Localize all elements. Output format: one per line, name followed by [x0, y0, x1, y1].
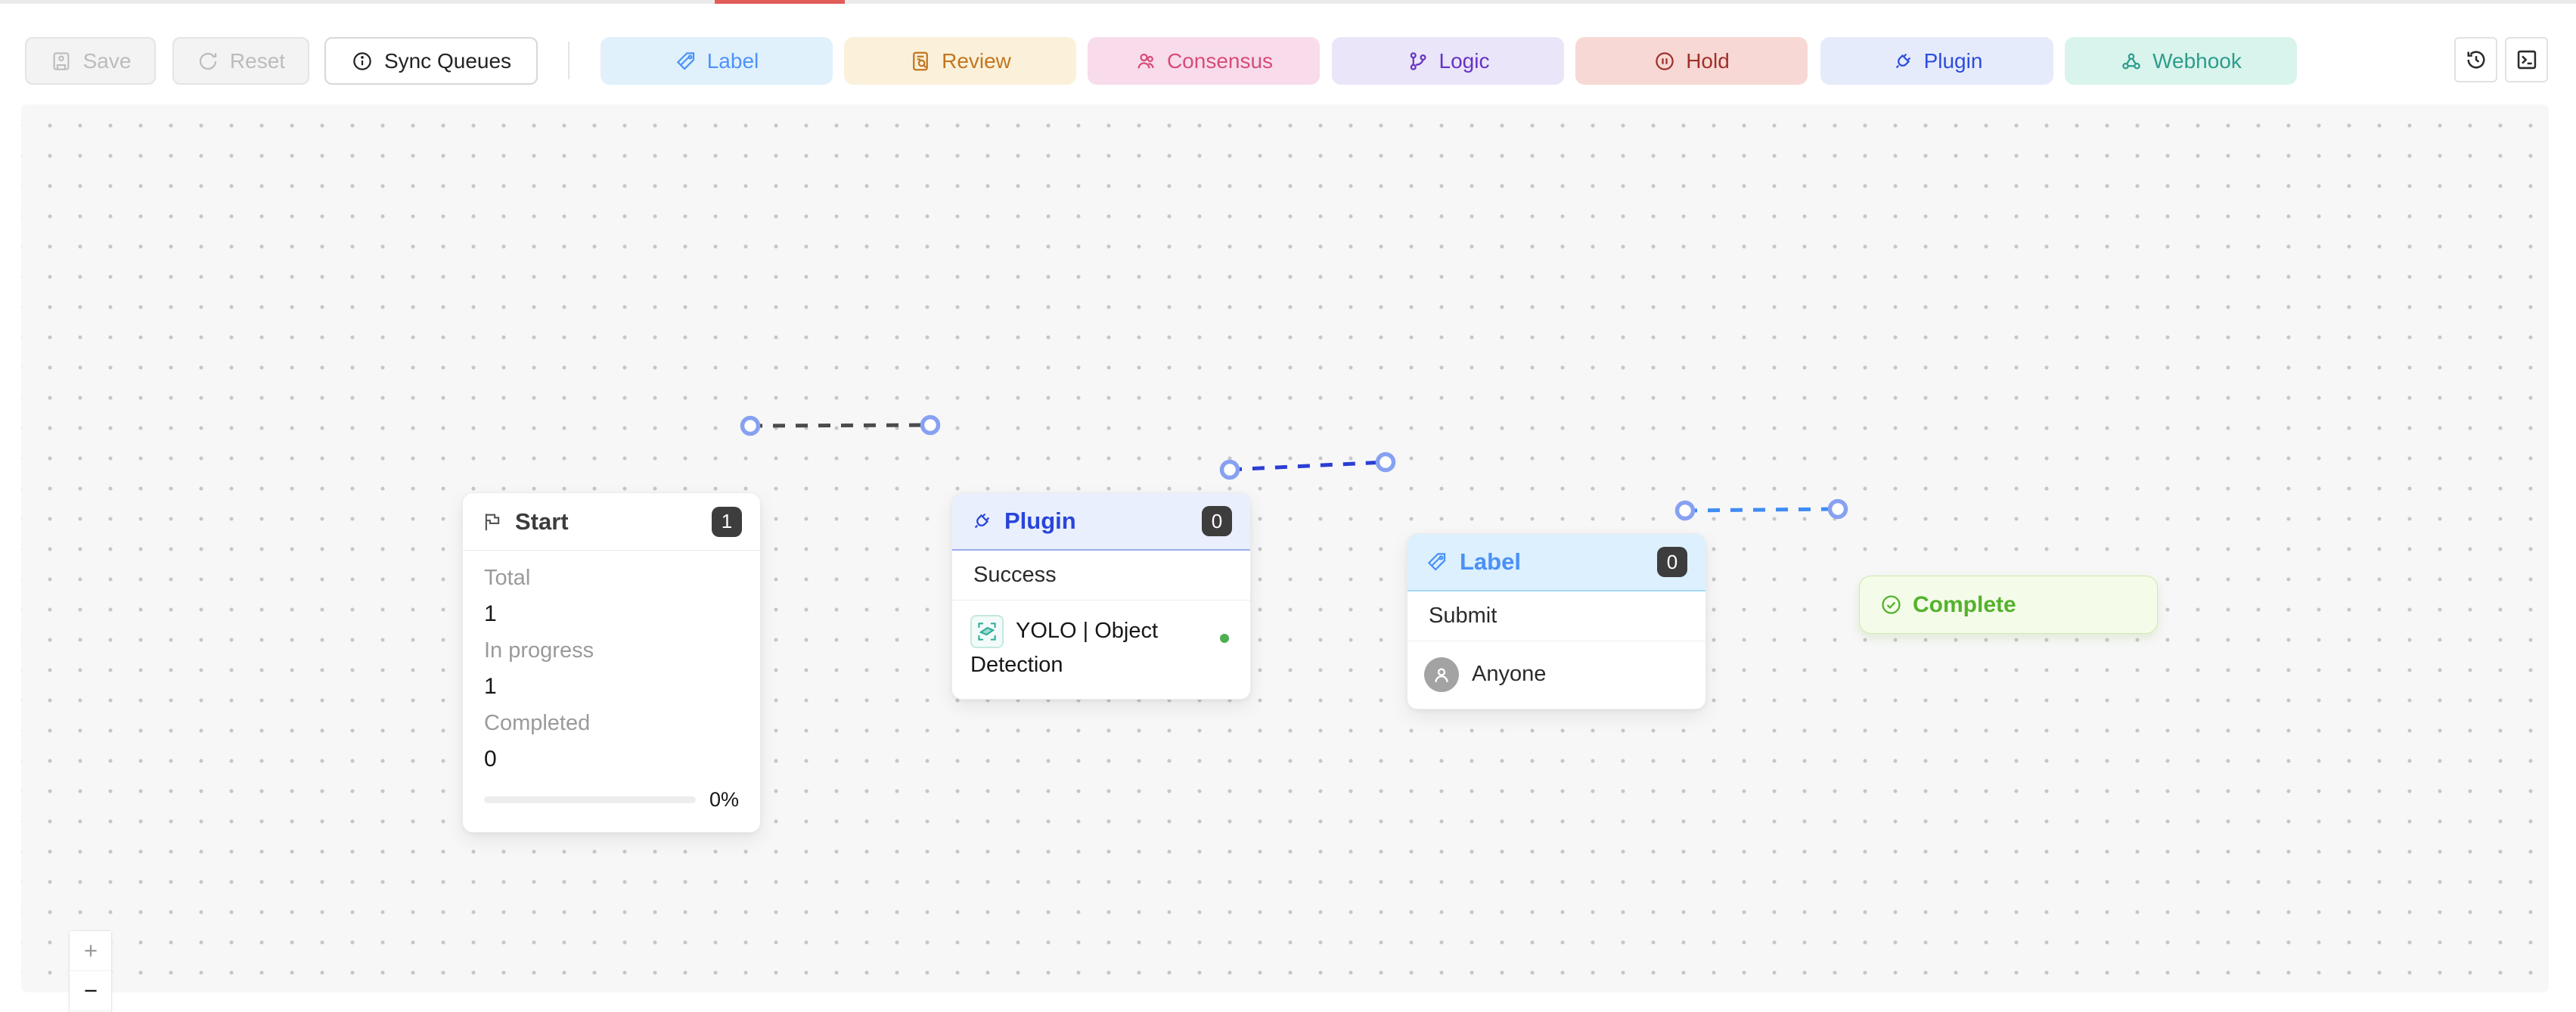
palette-label-text: Label — [706, 48, 759, 73]
stat-value: 1 — [484, 601, 497, 626]
palette-webhook-text: Webhook — [2152, 48, 2242, 73]
terminal-icon — [2515, 48, 2539, 72]
palette-hold-text: Hold — [1686, 48, 1730, 73]
workflow-canvas[interactable]: Start 1 Total 1 In progress 1 Completed … — [21, 104, 2549, 1012]
flag-icon — [481, 511, 504, 533]
plus-icon — [81, 941, 101, 961]
palette-consensus-button[interactable]: Consensus — [1088, 37, 1320, 85]
palette-review-button[interactable]: Review — [844, 37, 1076, 85]
plugin-status-dot — [1220, 634, 1229, 643]
pause-circle-icon — [1653, 50, 1676, 73]
palette-webhook-button[interactable]: Webhook — [2065, 37, 2297, 85]
minus-icon — [81, 981, 101, 1001]
node-start-badge: 1 — [712, 506, 742, 537]
history-button[interactable] — [2454, 37, 2497, 82]
node-plugin[interactable]: Plugin 0 Success YOLO | Object Detection — [951, 492, 1251, 700]
progress-percent: 0% — [709, 788, 739, 811]
progress-row: 0% — [484, 788, 739, 812]
zoom-in-button[interactable] — [70, 931, 111, 971]
git-branch-icon — [1407, 50, 1429, 73]
users-icon — [1134, 50, 1157, 73]
label-assignee-row[interactable]: Anyone — [1407, 641, 1705, 707]
node-complete-title: Complete — [1913, 591, 2016, 617]
node-start[interactable]: Start 1 Total 1 In progress 1 Completed … — [462, 492, 761, 833]
node-label-badge: 0 — [1657, 547, 1687, 577]
palette-plugin-button[interactable]: Plugin — [1820, 37, 2053, 85]
zoom-controls — [69, 930, 112, 1012]
palette-plugin-text: Plugin — [1923, 48, 1983, 73]
stat-label: Total — [484, 566, 531, 590]
plug-icon — [970, 510, 993, 532]
info-circle-icon — [351, 50, 374, 73]
node-start-header: Start 1 — [463, 493, 760, 551]
palette-consensus-text: Consensus — [1166, 48, 1274, 73]
node-complete[interactable]: Complete — [1859, 576, 2158, 634]
yolo-model-icon — [970, 615, 1004, 649]
reset-icon — [197, 50, 219, 73]
tag-icon — [675, 50, 697, 73]
sync-queues-label: Sync Queues — [383, 48, 512, 73]
stat-value: 1 — [484, 674, 497, 699]
save-icon — [50, 50, 73, 73]
webhook-icon — [2120, 50, 2143, 73]
reset-button[interactable]: Reset — [172, 37, 309, 85]
palette-review-text: Review — [942, 48, 1011, 73]
tag-icon — [1426, 551, 1448, 573]
node-plugin-badge: 0 — [1202, 506, 1232, 536]
assignee-avatar — [1424, 657, 1459, 692]
loading-bar — [0, 0, 2576, 4]
plugin-item-name: YOLO | Object Detection — [970, 619, 1159, 678]
sync-queues-button[interactable]: Sync Queues — [324, 37, 538, 85]
node-plugin-title: Plugin — [1004, 508, 1076, 534]
palette-label-button[interactable]: Label — [601, 37, 833, 85]
reset-label: Reset — [229, 48, 286, 73]
check-circle-icon — [1879, 593, 1903, 616]
palette-logic-button[interactable]: Logic — [1332, 37, 1564, 85]
progress-bar — [484, 796, 696, 803]
history-clock-icon — [2464, 48, 2488, 72]
assignee-name: Anyone — [1472, 662, 1547, 686]
stat-label: In progress — [484, 638, 594, 663]
zoom-out-button[interactable] — [70, 971, 111, 1011]
loading-bar-segment — [715, 0, 845, 4]
node-label-header: Label 0 — [1407, 534, 1705, 591]
stat-label: Completed — [484, 711, 591, 735]
plug-icon — [1892, 50, 1914, 73]
palette-logic-text: Logic — [1439, 48, 1490, 73]
toolbar: Save Reset Sync Queues Label Revie — [0, 4, 2576, 104]
node-start-body: Total 1 In progress 1 Completed 0 0% — [463, 551, 760, 812]
plugin-item-row[interactable]: YOLO | Object Detection — [952, 601, 1250, 697]
toolbar-separator — [568, 42, 570, 79]
plugin-output-success[interactable]: Success — [952, 551, 1250, 601]
node-label-title: Label — [1460, 548, 1521, 575]
node-start-title: Start — [515, 508, 569, 535]
save-label: Save — [82, 48, 132, 73]
terminal-button[interactable] — [2505, 37, 2548, 82]
node-label[interactable]: Label 0 Submit Anyone — [1407, 533, 1706, 709]
file-search-icon — [909, 50, 932, 73]
label-output-submit[interactable]: Submit — [1407, 591, 1705, 641]
palette-hold-button[interactable]: Hold — [1575, 37, 1808, 85]
node-plugin-header: Plugin 0 — [952, 493, 1250, 551]
stat-value: 0 — [484, 747, 497, 771]
save-button[interactable]: Save — [25, 37, 156, 85]
